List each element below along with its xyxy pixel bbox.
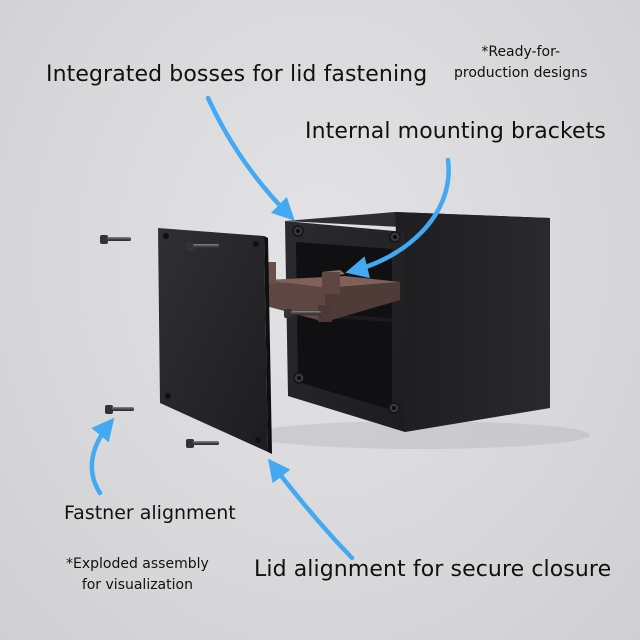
note-exploded-line1: *Exploded assembly — [66, 554, 209, 575]
lid-hole — [165, 393, 171, 399]
note-ready-line2: production designs — [454, 63, 587, 84]
boss-hole — [296, 229, 300, 233]
boss-hole — [297, 376, 301, 380]
arrow-lid — [272, 464, 352, 558]
label-bosses: Integrated bosses for lid fastening — [46, 62, 427, 87]
label-lid: Lid alignment for secure closure — [254, 557, 611, 582]
note-exploded-line2: for visualization — [66, 575, 209, 596]
note-ready-line1: *Ready-for- — [454, 42, 587, 63]
bracket-post-center — [322, 272, 340, 294]
enclosure-side-face — [395, 212, 550, 432]
arrow-bosses — [208, 98, 290, 216]
note-exploded-assembly: *Exploded assembly for visualization — [66, 554, 209, 596]
screw — [100, 235, 131, 244]
arrow-fastener — [92, 423, 110, 493]
label-brackets: Internal mounting brackets — [305, 119, 606, 144]
screw — [105, 405, 134, 414]
lid-hole — [255, 437, 261, 443]
enclosure-opening — [296, 242, 392, 410]
screw — [186, 439, 219, 448]
lid-hole — [253, 241, 259, 247]
boss-hole — [392, 406, 396, 410]
lid-panel — [158, 228, 272, 454]
lid-hole — [163, 233, 169, 239]
label-fastener: Fastner alignment — [64, 502, 236, 524]
note-ready-for-production: *Ready-for- production designs — [454, 42, 587, 84]
lid-face — [158, 228, 268, 452]
boss-hole — [393, 235, 397, 239]
